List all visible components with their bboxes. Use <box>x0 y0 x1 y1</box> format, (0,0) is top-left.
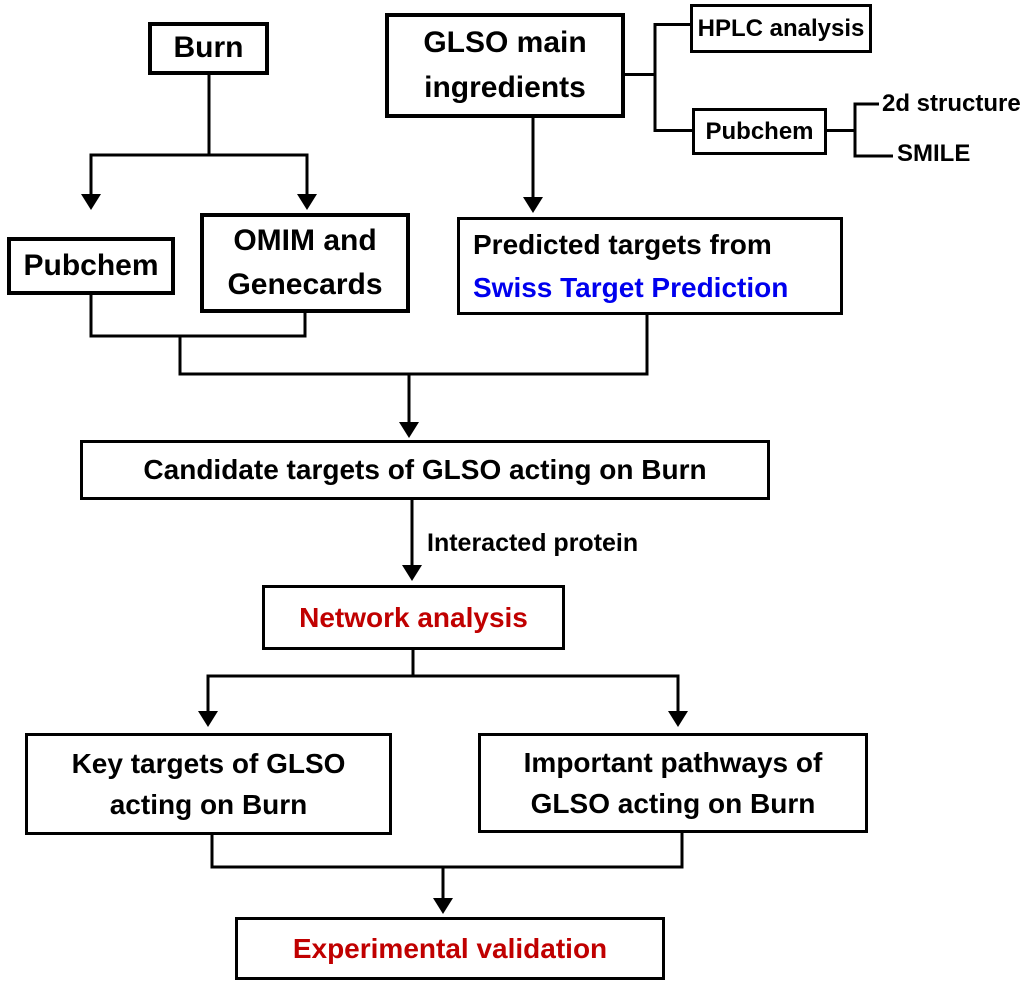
arrowhead-down-icon <box>402 565 422 581</box>
node-burn: Burn <box>148 22 269 75</box>
arrowhead-down-icon <box>668 711 688 727</box>
node-pubchem-disease: Pubchem <box>7 237 175 295</box>
arrowhead-down-icon <box>523 197 543 213</box>
edge-glso-to-hplc-pubchem <box>625 23 692 132</box>
node-candidate-targets: Candidate targets of GLSO acting on Burn <box>80 440 770 500</box>
edge-databases-merge-to-candidate <box>89 295 649 438</box>
node-omim-genecards: OMIM and Genecards <box>200 213 410 313</box>
arrowhead-down-icon <box>433 898 453 914</box>
edge-key-important-merge-to-experimental <box>210 831 684 914</box>
arrowhead-down-icon <box>81 194 101 210</box>
node-predicted-targets: Predicted targets from Swiss Target Pred… <box>457 217 843 315</box>
arrowhead-down-icon <box>399 422 419 438</box>
node-hplc-analysis: HPLC analysis <box>690 4 872 53</box>
predicted-targets-line1: Predicted targets from <box>473 228 772 260</box>
node-experimental-validation: Experimental validation <box>235 917 665 980</box>
node-important-pathways: Important pathways of GLSO acting on Bur… <box>478 733 868 833</box>
arrowhead-down-icon <box>198 711 218 727</box>
label-2d-structure: 2d structure <box>882 90 1020 117</box>
predicted-targets-swiss-target-prediction: Swiss Target Prediction <box>473 272 789 303</box>
label-smile: SMILE <box>897 140 971 167</box>
edge-label-interacted-protein: Interacted protein <box>427 529 639 557</box>
arrowhead-down-icon <box>297 194 317 210</box>
edge-network-to-key-important <box>198 650 688 727</box>
edge-candidate-to-network <box>402 500 422 581</box>
edge-pubchem-to-2d-smile <box>827 102 893 158</box>
edge-burn-to-pubchem-omim <box>81 75 317 210</box>
edge-glso-to-predicted-targets <box>523 118 543 213</box>
node-glso-main-ingredients: GLSO main ingredients <box>385 13 625 118</box>
node-key-targets: Key targets of GLSO acting on Burn <box>25 733 392 835</box>
node-network-analysis: Network analysis <box>262 585 565 650</box>
node-pubchem-ingredient: Pubchem <box>692 108 827 155</box>
